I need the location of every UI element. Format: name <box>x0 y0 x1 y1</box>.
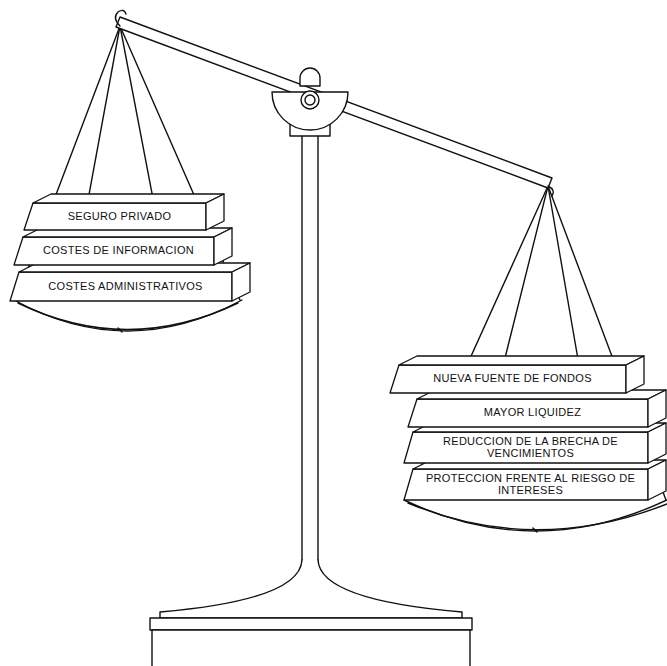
pivot <box>272 68 348 130</box>
ingot-face <box>417 390 666 399</box>
ingot-face <box>33 194 224 203</box>
ingot-face <box>214 228 232 265</box>
ingot-face <box>404 469 648 500</box>
ingot-face <box>24 203 206 230</box>
ingot-label: COSTES ADMINISTRATIVOS <box>19 272 232 301</box>
ingot-block: COSTES DE INFORMACION <box>14 228 232 265</box>
base <box>150 560 472 666</box>
ingot-block: PROTECCION FRENTE AL RIESGO DE INTERESES <box>404 460 666 500</box>
ingot-face <box>413 460 666 469</box>
ingot-face <box>408 399 648 427</box>
ingot-block: REDUCCION DE LA BRECHA DE VENCIMIENTOS <box>404 423 666 463</box>
right-pan <box>404 500 667 532</box>
beam <box>115 10 553 196</box>
ingot-label: PROTECCION FRENTE AL RIESGO DE INTERESES <box>413 469 648 500</box>
ingot-face <box>648 460 666 500</box>
ingot-face <box>390 365 626 393</box>
ingot-block: SEGURO PRIVADO <box>24 194 224 230</box>
ingot-face <box>19 263 250 272</box>
ingot-face <box>404 432 648 463</box>
ingot-label: REDUCCION DE LA BRECHA DE VENCIMIENTOS <box>413 432 648 463</box>
ingot-face <box>206 194 224 230</box>
ingot-face <box>23 228 232 237</box>
ingot-face <box>648 390 666 427</box>
ingot-face <box>626 356 644 393</box>
ingot-face <box>413 423 666 432</box>
ingot-label: COSTES DE INFORMACION <box>23 237 214 265</box>
ingot-label: NUEVA FUENTE DE FONDOS <box>399 365 626 393</box>
ingot-face <box>399 356 644 365</box>
ingot-face <box>14 237 214 265</box>
ingot-face <box>648 423 666 463</box>
ingot-face <box>232 263 250 301</box>
ingot-block: NUEVA FUENTE DE FONDOS <box>390 356 644 393</box>
ingot-block: MAYOR LIQUIDEZ <box>408 390 666 427</box>
ingot-label: SEGURO PRIVADO <box>33 203 206 230</box>
ingot-face <box>10 272 232 301</box>
ingot-label: MAYOR LIQUIDEZ <box>417 399 648 427</box>
post <box>290 112 330 572</box>
left-pan <box>14 300 242 332</box>
ingot-block: COSTES ADMINISTRATIVOS <box>10 263 250 301</box>
